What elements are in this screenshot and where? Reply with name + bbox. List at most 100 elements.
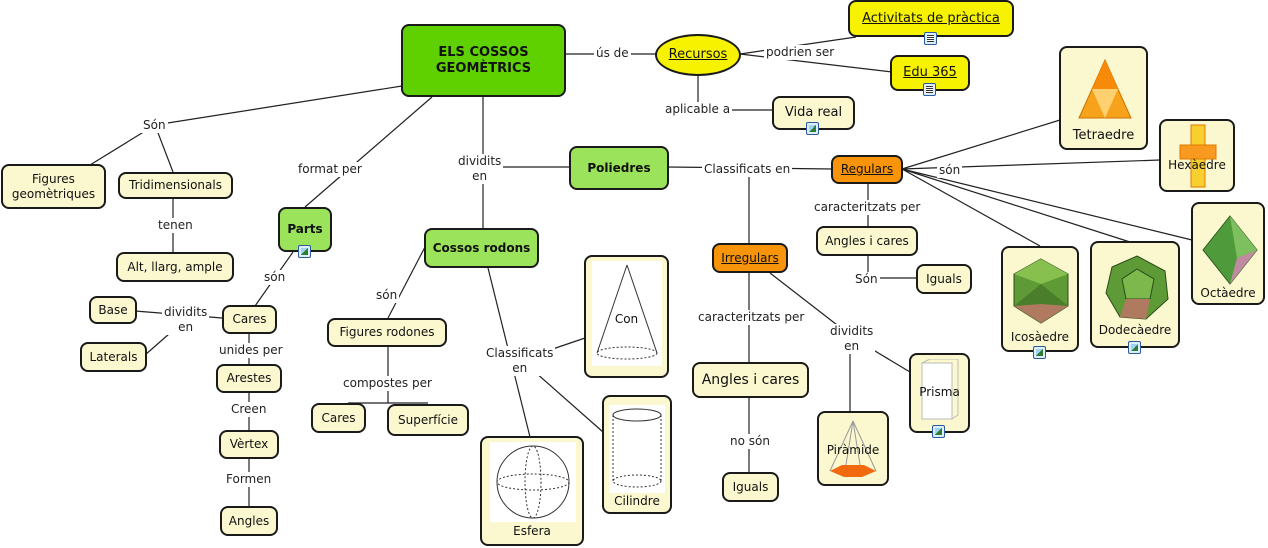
link-label-son: Són <box>141 118 168 133</box>
hexaedre-label: Hexàedre <box>1168 158 1226 172</box>
link-label-podrien-ser: podrien ser <box>764 45 837 60</box>
vertex-node[interactable]: Vèrtex <box>219 430 279 459</box>
link-label-dividits-en: dividits en <box>828 324 876 354</box>
poliedres-node[interactable]: Poliedres <box>569 146 669 190</box>
tridimensionals-node[interactable]: Tridimensionals <box>118 172 233 199</box>
cares-rodons-node[interactable]: Cares <box>311 403 366 433</box>
dodecaedre-label: Dodecàedre <box>1098 323 1172 337</box>
link-label-son: són <box>937 163 963 178</box>
poliedres-label: Poliedres <box>587 160 651 175</box>
octahedron-image <box>1202 215 1258 285</box>
laterals-label: Laterals <box>89 349 138 364</box>
link-label-son: són <box>262 270 288 285</box>
prisma-node[interactable]: Prisma <box>909 353 970 433</box>
angles-node[interactable]: Angles <box>220 506 278 536</box>
tetrahedron-image <box>1078 58 1132 119</box>
activitats-node[interactable]: Activitats de pràctica <box>848 0 1014 37</box>
iguals-irregulars-label: Iguals <box>732 479 769 494</box>
link-label-son: són <box>374 288 400 303</box>
esfera-label: Esfera <box>513 524 551 538</box>
edu365-label: Edu 365 <box>903 65 957 81</box>
superficie-label: Superfície <box>397 412 459 427</box>
link-label-unides-per: unides per <box>217 343 285 358</box>
iguals-regulars-label: Iguals <box>926 271 962 286</box>
vida-real-node[interactable]: Vida real <box>772 96 855 130</box>
iguals-irregulars-node[interactable]: Iguals <box>722 472 779 502</box>
cossos-rodons-label: Cossos rodons <box>432 240 531 255</box>
alt-llarg-ample-node[interactable]: Alt, llarg, ample <box>116 252 234 282</box>
image-icon[interactable] <box>806 122 819 135</box>
link-label-caracteritzats-per: caracteritzats per <box>812 200 923 215</box>
sphere-image <box>490 442 576 522</box>
link-label-us-de: ús de <box>594 46 631 61</box>
vertex-label: Vèrtex <box>229 437 269 452</box>
tetraedre-label: Tetraedre <box>1072 128 1135 143</box>
prism-image <box>921 359 959 420</box>
recursos-node[interactable]: Recursos <box>655 34 741 76</box>
link-label-aplicable-a: aplicable a <box>663 102 733 117</box>
link-label-creen: Creen <box>229 402 269 417</box>
link-label-classificats-en: Classificats en <box>702 162 793 177</box>
link-label-son: Són <box>853 272 880 287</box>
prisma-label: Prisma <box>919 385 960 399</box>
document-icon[interactable] <box>924 32 937 45</box>
link-label-dividits-en: dividits en <box>162 305 210 335</box>
esfera-node[interactable]: Esfera <box>480 436 584 546</box>
irregulars-label: Irregulars <box>721 250 779 265</box>
icosaedre-label: Icosàedre <box>1010 330 1070 344</box>
tridimensionals-label: Tridimensionals <box>129 178 222 193</box>
cilindre-node[interactable]: Cilindre <box>602 395 672 514</box>
icosahedron-image <box>1013 258 1069 324</box>
figures-geometriques-label: Figures geomètriques <box>11 172 96 201</box>
irregulars-node[interactable]: Irregulars <box>712 243 788 273</box>
con-node[interactable]: Con <box>584 255 669 378</box>
figures-rodones-label: Figures rodones <box>339 325 435 340</box>
vida-real-label: Vida real <box>784 105 843 121</box>
dodecahedron-image <box>1105 255 1169 320</box>
link-label-compostes-per: compostes per <box>341 376 434 391</box>
cilindre-label: Cilindre <box>614 494 660 508</box>
activitats-label: Activitats de pràctica <box>862 10 1000 26</box>
superficie-node[interactable]: Superfície <box>387 404 469 436</box>
regulars-label: Regulars <box>840 162 894 177</box>
image-icon[interactable] <box>932 425 945 438</box>
main-topic-node[interactable]: ELS COSSOS GEOMÈTRICS <box>401 24 566 97</box>
piramide-node[interactable]: Piràmide <box>817 411 889 486</box>
dodecaedre-node[interactable]: Dodecàedre <box>1090 241 1180 348</box>
iguals-regulars-node[interactable]: Iguals <box>916 264 972 294</box>
link-label-dividits-en: dividits en <box>456 154 504 184</box>
base-node[interactable]: Base <box>89 296 137 324</box>
octaedre-label: Octàedre <box>1200 286 1256 300</box>
icosaedre-node[interactable]: Icosàedre <box>1001 246 1079 352</box>
regulars-node[interactable]: Regulars <box>831 155 903 184</box>
angles-cares-regulars-node[interactable]: Angles i cares <box>816 226 918 256</box>
link-label-caracteritzats-per: caracteritzats per <box>696 310 807 325</box>
cares-node[interactable]: Cares <box>222 305 277 334</box>
cares-rodons-label: Cares <box>321 410 356 425</box>
link-label-formen: Formen <box>224 472 274 487</box>
parts-node[interactable]: Parts <box>278 207 332 252</box>
tetraedre-node[interactable]: Tetraedre <box>1059 46 1148 150</box>
piramide-label: Piràmide <box>826 443 880 457</box>
figures-rodones-node[interactable]: Figures rodones <box>327 318 447 347</box>
octaedre-node[interactable]: Octàedre <box>1191 202 1265 305</box>
angles-cares-regulars-label: Angles i cares <box>825 233 909 248</box>
laterals-node[interactable]: Laterals <box>80 342 147 372</box>
hexaedre-node[interactable]: Hexàedre <box>1159 119 1235 192</box>
base-label: Base <box>98 302 128 317</box>
link-label-classificats-en: Classificats en <box>484 346 556 376</box>
image-icon[interactable] <box>1128 341 1141 354</box>
recursos-label: Recursos <box>668 47 728 63</box>
con-label: Con <box>614 312 639 326</box>
angles-cares-irregulars-node[interactable]: Angles i cares <box>692 362 809 398</box>
document-icon[interactable] <box>923 83 936 96</box>
cone-image <box>592 261 662 366</box>
arestes-node[interactable]: Arestes <box>216 364 282 393</box>
link-label-tenen: tenen <box>156 218 195 233</box>
main-title: ELS COSSOS GEOMÈTRICS <box>435 44 532 76</box>
cares-label: Cares <box>232 312 267 327</box>
image-icon[interactable] <box>1033 346 1046 359</box>
image-icon[interactable] <box>298 245 311 258</box>
cossos-rodons-node[interactable]: Cossos rodons <box>424 228 539 268</box>
figures-geometriques-node[interactable]: Figures geomètriques <box>1 164 106 209</box>
